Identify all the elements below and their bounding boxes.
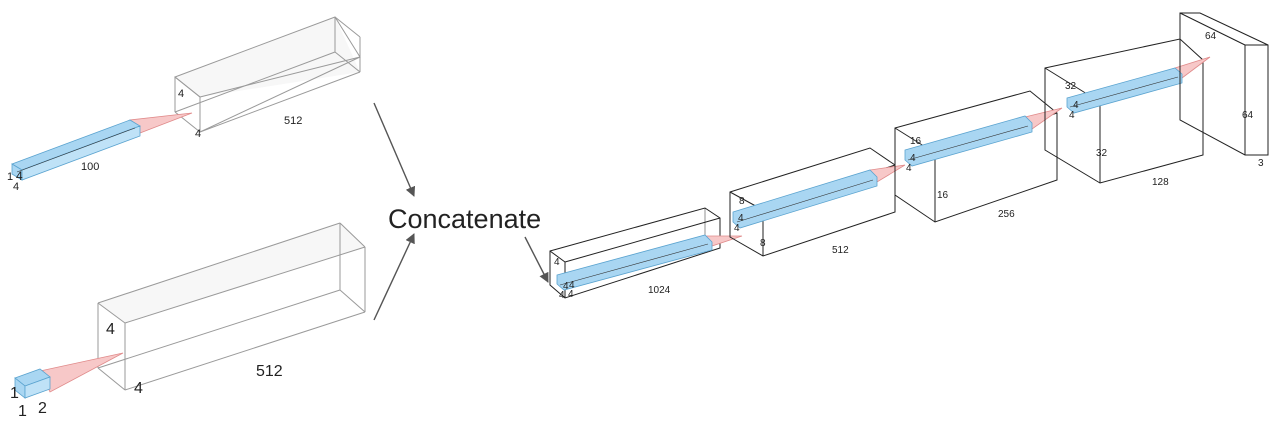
decoder-block-4-k1: 4 bbox=[1073, 100, 1079, 111]
input-bottom-small-b: 2 bbox=[38, 400, 47, 417]
arrow-bottom-to-concat bbox=[373, 233, 415, 321]
arrow-concat-to-decoder bbox=[524, 236, 549, 283]
decoder-block-3: 16 16 4 4 256 bbox=[894, 90, 1063, 223]
decoder-block-4: 32 32 4 4 128 bbox=[1044, 38, 1211, 188]
input-top-length-label: 100 bbox=[81, 161, 99, 173]
input-bottom-block-w: 4 bbox=[134, 380, 143, 397]
input-bottom-small-c: 1 bbox=[18, 403, 27, 420]
input-top-small-b: 4 bbox=[16, 169, 23, 183]
input-top-block-h: 4 bbox=[178, 88, 184, 100]
input-top-filter bbox=[11, 119, 141, 181]
decoder-block-1-k1: 4 bbox=[563, 281, 569, 292]
input-bottom-block bbox=[97, 222, 366, 391]
decoder-block-1-extra: 4 bbox=[569, 280, 575, 291]
decoder-block-2-filter bbox=[732, 169, 878, 229]
arrow-top-to-concat bbox=[373, 102, 416, 197]
decoder-block-1: 4 4 4 4 4 1024 bbox=[549, 207, 743, 301]
decoder-block-2: 8 8 4 4 512 bbox=[729, 147, 906, 257]
decoder-block-4-filter bbox=[1066, 67, 1183, 114]
decoder-block-5-h: 64 bbox=[1205, 31, 1217, 42]
input-top-block-d: 512 bbox=[284, 115, 302, 127]
decoder-block-1-d: 1024 bbox=[648, 285, 671, 296]
concatenate-group: Concatenate bbox=[373, 102, 549, 321]
concatenate-label: Concatenate bbox=[388, 204, 541, 234]
decoder-block-3-k1: 4 bbox=[910, 153, 916, 164]
input-top-small-a: 1 bbox=[7, 171, 13, 183]
decoder-block-2-h: 8 bbox=[739, 196, 745, 207]
decoder-block-3-h: 16 bbox=[910, 136, 922, 147]
input-bottom-kernel bbox=[39, 352, 124, 393]
decoder-block-5-w: 64 bbox=[1242, 110, 1254, 121]
input-top-block-w: 4 bbox=[195, 128, 201, 140]
decoder-block-1-w: 4 bbox=[568, 289, 574, 300]
decoder-block-3-d: 256 bbox=[998, 209, 1015, 220]
decoder-block-2-d: 512 bbox=[832, 245, 849, 256]
decoder-block-4-w: 32 bbox=[1096, 148, 1108, 159]
input-bottom-filter bbox=[14, 368, 51, 399]
input-bottom-small-a: 1 bbox=[10, 385, 19, 402]
input-branch-top: 1 4 4 100 4 4 512 bbox=[7, 16, 361, 193]
decoder-block-1-filter bbox=[556, 234, 713, 291]
decoder-block-1-k2: 4 bbox=[559, 290, 565, 301]
decoder-block-2-w: 8 bbox=[760, 238, 766, 249]
input-bottom-block-d: 512 bbox=[256, 363, 283, 380]
decoder-block-4-k2: 4 bbox=[1069, 110, 1075, 121]
decoder-block-4-d: 128 bbox=[1152, 177, 1169, 188]
input-bottom-block-h: 4 bbox=[106, 321, 115, 338]
decoder-block-1-h: 4 bbox=[554, 257, 560, 268]
input-branch-bottom: 1 2 1 4 4 512 bbox=[10, 222, 366, 420]
decoder-block-3-filter bbox=[904, 115, 1033, 167]
decoder-block-2-k1: 4 bbox=[738, 213, 744, 224]
input-top-block bbox=[174, 16, 361, 133]
decoder-block-2-k2: 4 bbox=[734, 223, 740, 234]
decoder-block-4-h: 32 bbox=[1065, 81, 1077, 92]
decoder-block-3-w: 16 bbox=[937, 190, 949, 201]
decoder-block-3-k2: 4 bbox=[906, 163, 912, 174]
decoder-block-5-d: 3 bbox=[1258, 158, 1264, 169]
decoder-block-5: 64 64 3 bbox=[1179, 12, 1269, 169]
input-top-small-c: 4 bbox=[13, 181, 19, 193]
